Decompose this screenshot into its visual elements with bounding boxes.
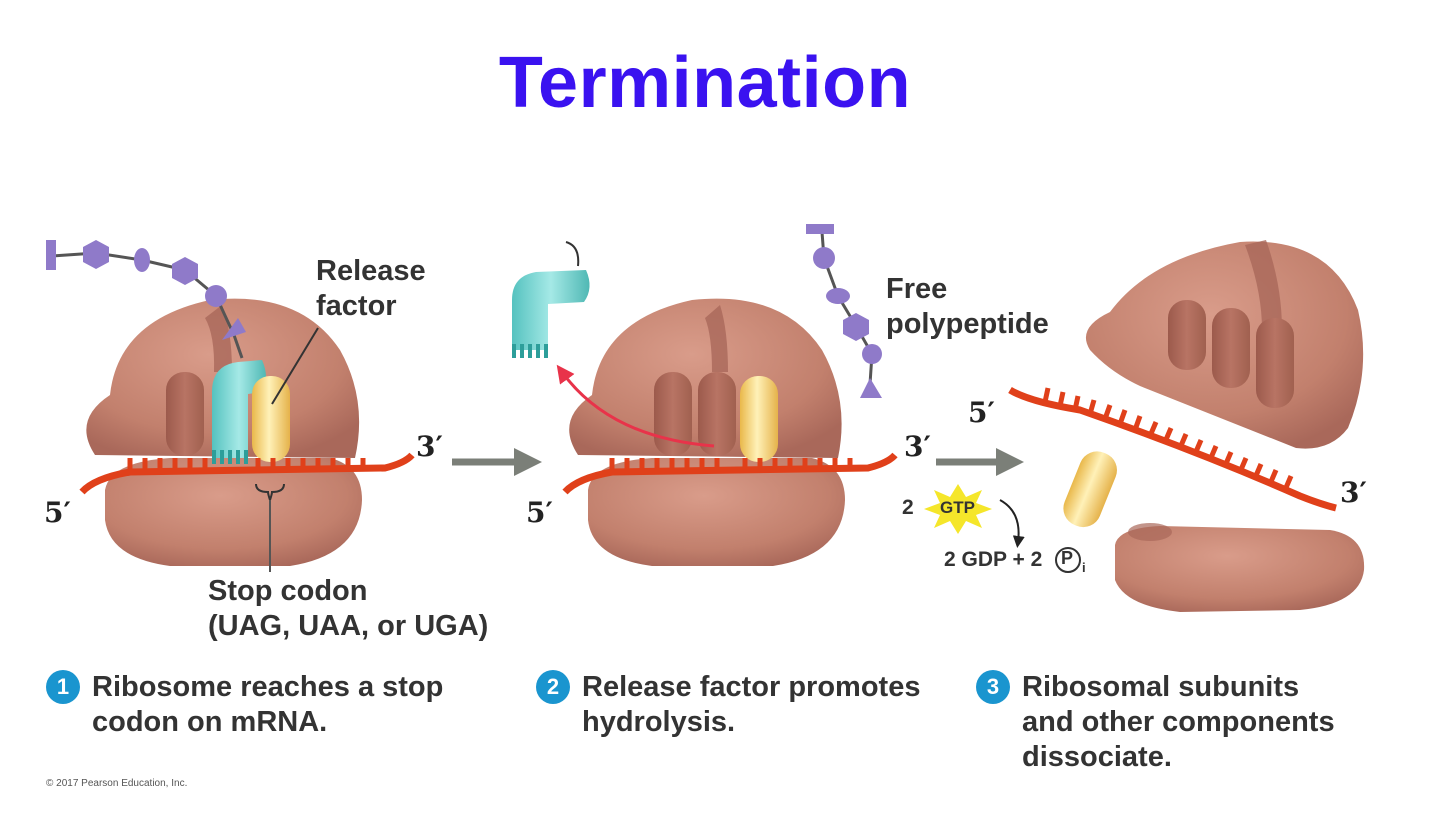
small-subunit-free [1115, 526, 1365, 612]
panel-3 [924, 240, 1365, 612]
release-factor-label: Release factor [316, 255, 426, 322]
mrna-strand-3 [1008, 386, 1337, 512]
five-prime-label: 5′ [44, 496, 71, 529]
trna-shape [212, 360, 266, 458]
e-site [166, 372, 204, 456]
gdp-products: 2 GDP + 2 [944, 548, 1043, 571]
step-number-badge: 3 [976, 670, 1010, 704]
free-polypeptide [806, 224, 882, 398]
phosphate-subscript: i [1082, 560, 1086, 575]
step-number-badge: 1 [46, 670, 80, 704]
step-number-badge: 2 [536, 670, 570, 704]
gtp-coefficient: 2 [902, 496, 914, 519]
release-factor-free [1063, 451, 1117, 528]
step-2: 2 Release factor promotes hydrolysis. [536, 670, 920, 740]
page-title: Termination [498, 43, 912, 123]
stop-codon-label: Stop codon (UAG, UAA, or UGA) [208, 575, 489, 642]
phosphate-circle [1055, 547, 1081, 573]
small-subunit [588, 458, 845, 566]
mrna-codons-1 [127, 458, 366, 470]
three-prime-label: 3′ [416, 430, 443, 463]
step-text: Release factor promotes hydrolysis. [582, 671, 921, 738]
mrna-strand-2 [562, 452, 898, 495]
release-factor-1 [252, 376, 290, 462]
released-trna [512, 241, 590, 358]
step-text: Ribosome reaches a stop codon on mRNA. [92, 671, 444, 738]
copyright-notice: © 2017 Pearson Education, Inc. [46, 778, 188, 789]
panel-2 [512, 224, 1024, 566]
three-prime-label: 3′ [1340, 476, 1367, 509]
step-1: 1 Ribosome reaches a stop codon on mRNA. [46, 670, 443, 740]
polypeptide-chain-1 [46, 240, 246, 359]
gtp-label: GTP [940, 498, 975, 517]
three-prime-label: 3′ [904, 430, 931, 463]
five-prime-label: 5′ [968, 396, 995, 429]
step-3: 3 Ribosomal subunits and other component… [976, 670, 1335, 775]
free-polypeptide-label: Free polypeptide [886, 273, 1049, 340]
phosphate-symbol: P [1061, 548, 1074, 568]
gtp-star [924, 484, 992, 534]
small-subunit [105, 458, 362, 566]
step-text: Ribosomal subunits and other components … [1022, 671, 1335, 773]
panel-1 [46, 240, 542, 572]
release-factor-2 [740, 376, 778, 462]
five-prime-label: 5′ [526, 496, 553, 529]
